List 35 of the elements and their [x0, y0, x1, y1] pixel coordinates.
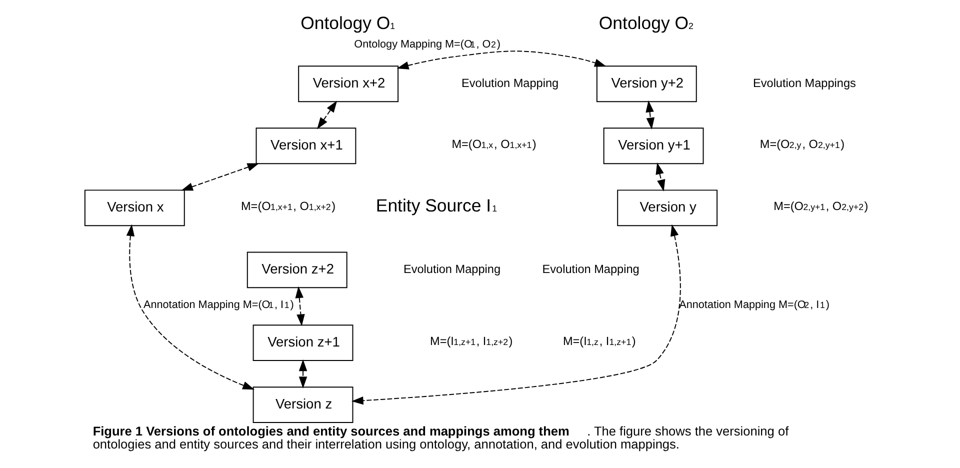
- node-box: Version x+2: [298, 66, 398, 102]
- arrow: [126, 224, 254, 390]
- node-box: Version y: [616, 190, 718, 226]
- arrow: [645, 100, 654, 130]
- arrow: [180, 163, 259, 191]
- label: Evolution Mappings: [752, 76, 856, 90]
- label: Ontology O2: [598, 13, 693, 34]
- label: Evolution Mapping: [542, 262, 639, 276]
- label: Entity Source I1: [375, 195, 497, 216]
- node-box: Version y+2: [596, 66, 696, 102]
- label: Ontology O1: [300, 13, 395, 34]
- edge-label: Annotation Mapping M=(O1, I1): [143, 299, 294, 312]
- edge-label: Annotation Mapping M=(O2, I1): [678, 299, 829, 312]
- label: M=(O1,x+1, O1,x+2): [240, 198, 336, 213]
- label: M=(I1,z+1, I1,z+2): [430, 334, 512, 348]
- caption: Figure 1 Versions of ontologies and entity sources and mappings among them. The figure shows the versioning of ontologies and entity sources and their interrelation using ontology, annotation, and evolution mappings.: [92, 424, 788, 452]
- node-box: Version z: [252, 386, 353, 424]
- arrow: [294, 286, 304, 326]
- label: M=(I1,z, I1,z+1): [562, 334, 636, 348]
- node-box: Version z+1: [252, 324, 353, 362]
- arrow: [655, 162, 665, 192]
- node-box: Version y+1: [602, 128, 704, 164]
- label: M=(O1,x, O1,x+1): [451, 136, 536, 151]
- arrow: [298, 359, 307, 388]
- edge-label: Ontology Mapping M=(O1, O2): [354, 38, 500, 50]
- label: Evolution Mapping: [461, 76, 558, 90]
- label: Evolution Mapping: [402, 262, 500, 276]
- node-box: Version z+2: [246, 252, 347, 288]
- arrow: [396, 50, 606, 70]
- arrow: [350, 224, 680, 405]
- node-box: Version x: [84, 190, 184, 226]
- node-box: Version x+1: [255, 128, 356, 164]
- arrow: [316, 100, 337, 130]
- label: M=(O2,y, O2,y+1): [759, 136, 844, 151]
- label: M=(O2,y+1, O2,y+2): [773, 198, 868, 213]
